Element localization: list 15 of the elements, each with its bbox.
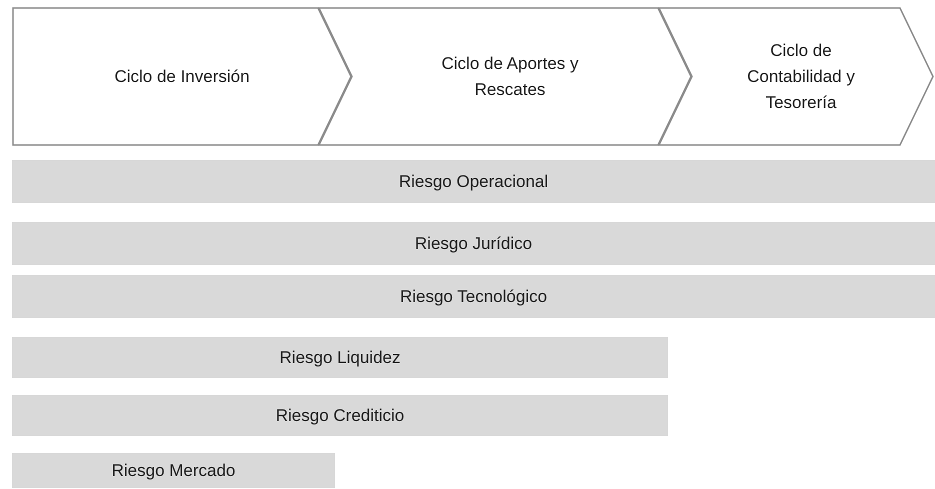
risk-bar	[12, 337, 668, 378]
risk-label: Riesgo Operacional	[398, 170, 548, 193]
risk-bar	[12, 222, 935, 265]
risk-label: Riesgo Crediticio	[276, 404, 404, 427]
risk-label: Riesgo Tecnológico	[400, 286, 548, 308]
step-label: Ciclo de Aportes y Rescates	[440, 52, 580, 100]
risk-label: Riesgo Mercado	[112, 460, 236, 482]
risk-label: Riesgo Liquidez	[280, 346, 400, 369]
step-label: Ciclo de Contabilidad y Tesorería	[746, 40, 856, 114]
risk-bar	[12, 160, 935, 203]
step-label: Ciclo de Inversión	[114, 66, 250, 88]
risk-bar	[12, 453, 335, 488]
risk-bar	[12, 275, 935, 318]
risk-bar	[12, 395, 668, 436]
risk-label: Riesgo Jurídico	[414, 232, 532, 255]
